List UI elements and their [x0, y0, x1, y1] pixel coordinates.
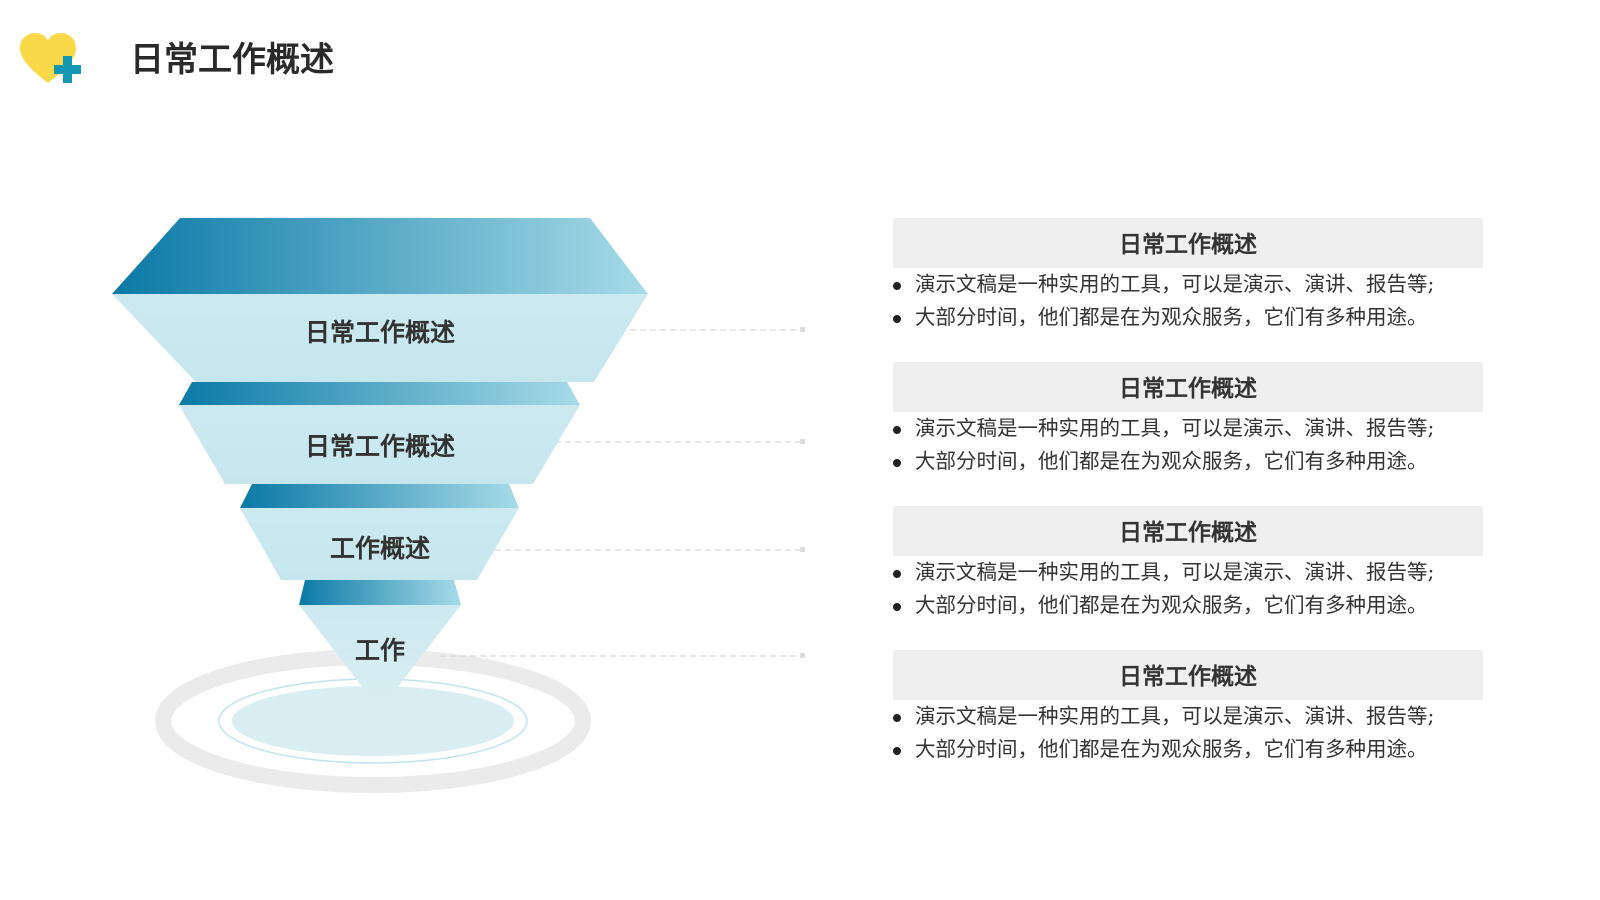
- info-title: 日常工作概述: [893, 650, 1483, 700]
- list-item: 大部分时间，他们都是在为观众服务，它们有多种用途。: [893, 445, 1483, 478]
- funnel-level-1-label: 日常工作概述: [304, 318, 455, 347]
- funnel-layer-1: [112, 218, 648, 382]
- info-list: 演示文稿是一种实用的工具，可以是演示、演讲、报告等; 大部分时间，他们都是在为观…: [893, 700, 1483, 766]
- list-item: 演示文稿是一种实用的工具，可以是演示、演讲、报告等;: [893, 556, 1483, 589]
- list-item: 大部分时间，他们都是在为观众服务，它们有多种用途。: [893, 589, 1483, 622]
- connector-lines: [440, 327, 805, 658]
- list-item: 演示文稿是一种实用的工具，可以是演示、演讲、报告等;: [893, 268, 1483, 301]
- info-block: 日常工作概述 演示文稿是一种实用的工具，可以是演示、演讲、报告等; 大部分时间，…: [893, 650, 1483, 766]
- info-list: 演示文稿是一种实用的工具，可以是演示、演讲、报告等; 大部分时间，他们都是在为观…: [893, 412, 1483, 478]
- funnel-layer-2: [179, 382, 580, 484]
- list-item: 演示文稿是一种实用的工具，可以是演示、演讲、报告等;: [893, 412, 1483, 445]
- info-block: 日常工作概述 演示文稿是一种实用的工具，可以是演示、演讲、报告等; 大部分时间，…: [893, 362, 1483, 478]
- list-item: 演示文稿是一种实用的工具，可以是演示、演讲、报告等;: [893, 700, 1483, 733]
- info-title: 日常工作概述: [893, 362, 1483, 412]
- funnel-level-3-label: 工作概述: [329, 534, 430, 563]
- info-list: 演示文稿是一种实用的工具，可以是演示、演讲、报告等; 大部分时间，他们都是在为观…: [893, 268, 1483, 334]
- list-item: 大部分时间，他们都是在为观众服务，它们有多种用途。: [893, 301, 1483, 334]
- info-list: 演示文稿是一种实用的工具，可以是演示、演讲、报告等; 大部分时间，他们都是在为观…: [893, 556, 1483, 622]
- funnel-diagram: [112, 218, 805, 793]
- info-block: 日常工作概述 演示文稿是一种实用的工具，可以是演示、演讲、报告等; 大部分时间，…: [893, 218, 1483, 334]
- info-block: 日常工作概述 演示文稿是一种实用的工具，可以是演示、演讲、报告等; 大部分时间，…: [893, 506, 1483, 622]
- info-title: 日常工作概述: [893, 218, 1483, 268]
- funnel-level-4-label: 工作: [354, 636, 405, 665]
- heart-plus-icon: [20, 33, 81, 83]
- funnel-layer-4: [299, 580, 461, 710]
- list-item: 大部分时间，他们都是在为观众服务，它们有多种用途。: [893, 733, 1483, 766]
- funnel-level-2-label: 日常工作概述: [304, 432, 455, 461]
- page-title: 日常工作概述: [130, 40, 334, 80]
- funnel-layer-3: [240, 484, 519, 580]
- info-title: 日常工作概述: [893, 506, 1483, 556]
